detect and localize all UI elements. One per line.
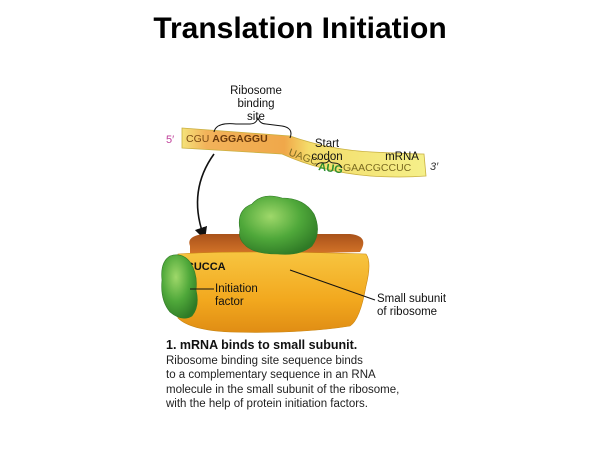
rbs-label-line1: Ribosome [230, 85, 282, 97]
initiation-factor-top [238, 195, 318, 255]
binding-arrow [194, 153, 215, 241]
mrna-tail: GAACGCCUC [343, 162, 412, 174]
mrna-sequence: CGU AGGAGGU [186, 133, 268, 145]
caption-line-4: with the help of protein initiation fact… [166, 398, 369, 410]
rbs-label-line3: site [247, 111, 265, 123]
subunit-label-line2: of ribosome [377, 306, 437, 318]
caption-line-2: to a complementary sequence in an RNA [166, 369, 376, 381]
mrna-rbs: AGGAGGU [212, 133, 267, 145]
slide-title: Translation Initiation [153, 12, 447, 45]
subunit-leader [289, 269, 376, 301]
init-factor-label-line2: factor [215, 296, 244, 308]
mrna-label: mRNA [385, 151, 419, 163]
start-label-line1: Start [315, 138, 340, 150]
small-subunit-body [173, 251, 370, 333]
initiation-factor-side [161, 254, 198, 319]
rbs-label-line2: binding [237, 98, 274, 110]
caption-line-1: Ribosome binding site sequence binds [166, 354, 363, 367]
caption-step: 1. mRNA binds to small subunit. [166, 338, 358, 352]
start-label-line2: codon [311, 151, 342, 163]
mrna-strand [181, 127, 427, 178]
mrna-lead: CGU [186, 133, 209, 145]
five-prime-label: 5′ [166, 134, 174, 146]
subunit-label-line1: Small subunit [377, 293, 447, 305]
start-codon-sequence: AUG [318, 161, 344, 176]
caption: 1. mRNA binds to small subunit. Ribosome… [166, 338, 466, 412]
init-factor-label-line1: Initiation [215, 283, 258, 295]
rbs-bracket [213, 116, 292, 139]
three-prime-label: 3′ [430, 161, 439, 173]
caption-line-3: molecule in the small subunit of the rib… [166, 383, 400, 396]
start-codon-bracket [315, 158, 343, 169]
